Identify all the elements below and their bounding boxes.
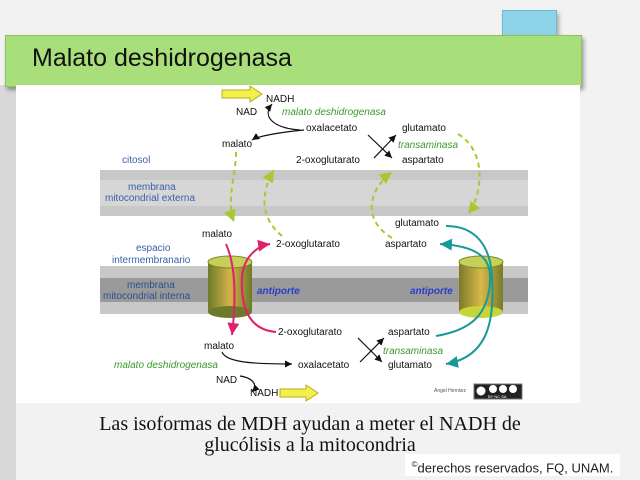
top-transaminase: transaminasa (398, 140, 458, 151)
nadh-arrow-top (221, 85, 263, 103)
top-glutamate: glutamato (402, 123, 446, 134)
inner-membrane-label-2: mitocondrial interna (103, 291, 191, 302)
bottom-nadh: NADH (250, 388, 278, 399)
bottom-enzyme: malato deshidrogenasa (114, 360, 218, 371)
diagram-panel (16, 85, 580, 403)
inner-membrane-top-edge (100, 266, 528, 278)
dashed-aspartate-up (370, 171, 393, 239)
outer-membrane-top-edge (100, 170, 528, 180)
top-mdh-arrow (251, 129, 305, 141)
author-credit: Angel Herráez (434, 388, 466, 394)
bottom-oxaloacetate: oxalacetato (298, 360, 350, 371)
copyright-text: derechos reservados, FQ, UNAM. (417, 460, 614, 476)
inner-membrane (100, 278, 528, 302)
bottom-glutamate: glutamato (388, 360, 432, 371)
top-nad: NAD (236, 107, 257, 118)
outer-membrane-label-1: membrana (128, 182, 176, 193)
dashed-glutamate-down (457, 133, 481, 215)
dashed-malate-down (224, 151, 237, 223)
ims-malate: malato (202, 229, 232, 240)
bottom-aspartate: aspartato (388, 327, 430, 338)
top-aspartate: aspartato (402, 155, 444, 166)
teal-glutamate-in (445, 225, 494, 368)
bottom-oxoglutarate: 2-oxoglutarato (278, 327, 342, 338)
top-transaminase-cross-b (367, 134, 393, 159)
slide-title: Malato deshidrogenasa (32, 44, 292, 72)
nadh-arrow-bottom (279, 384, 319, 402)
copyright-symbol: © (411, 460, 418, 469)
ims-oxoglutarate: 2-oxoglutarato (276, 239, 340, 250)
caption-line-2: glucólisis a la mitocondria (204, 434, 416, 456)
intermembrane-label-2: intermembranario (112, 255, 191, 266)
top-mdh-curve (264, 103, 301, 131)
left-decor-band (0, 85, 16, 480)
dashed-oxoglutarate-up (262, 169, 283, 237)
ims-glutamate: glutamato (395, 218, 439, 229)
teal-aspartate-out (435, 238, 492, 337)
top-enzyme: malato deshidrogenasa (282, 107, 386, 118)
cytosol-label: citosol (122, 155, 150, 166)
top-nadh: NADH (266, 94, 294, 105)
inner-membrane-label-1: membrana (127, 280, 175, 291)
cc-license-badge: BY NC SA (473, 383, 523, 400)
bottom-transaminase: transaminasa (383, 346, 443, 357)
inner-membrane-bottom-edge (100, 302, 528, 314)
caption-line-1: Las isoformas de MDH ayudan a meter el N… (99, 413, 521, 435)
outer-membrane-label-2: mitocondrial externa (105, 193, 195, 204)
pink-malate-in (225, 243, 240, 336)
intermembrane-label-1: espacio (136, 243, 171, 254)
outer-membrane (100, 180, 528, 206)
top-transaminase-cross-a (373, 134, 397, 159)
bottom-malate: malato (204, 341, 234, 352)
slide-caption: Las isoformas de MDH ayudan a meter el N… (40, 414, 580, 456)
bottom-nad: NAD (216, 375, 237, 386)
antiporter-right (458, 255, 504, 318)
outer-membrane-bottom-edge (100, 206, 528, 216)
antiport-right-label: antiporte (410, 286, 453, 297)
top-malate: malato (222, 139, 252, 150)
top-oxaloacetate: oxalacetato (306, 123, 358, 134)
copyright-notice: ©derechos reservados, FQ, UNAM. (405, 454, 620, 476)
bottom-transaminase-cross-a (357, 337, 383, 363)
license-text: BY NC SA (488, 394, 507, 399)
ims-aspartate: aspartato (385, 239, 427, 250)
pink-oxoglutarate-out (240, 239, 277, 333)
bottom-transaminase-cross-b (359, 337, 385, 363)
antiport-left-label: antiporte (257, 286, 300, 297)
bottom-nad-curve (239, 375, 260, 393)
top-oxoglutarate: 2-oxoglutarato (296, 155, 360, 166)
bottom-mdh-arrow (221, 351, 293, 368)
